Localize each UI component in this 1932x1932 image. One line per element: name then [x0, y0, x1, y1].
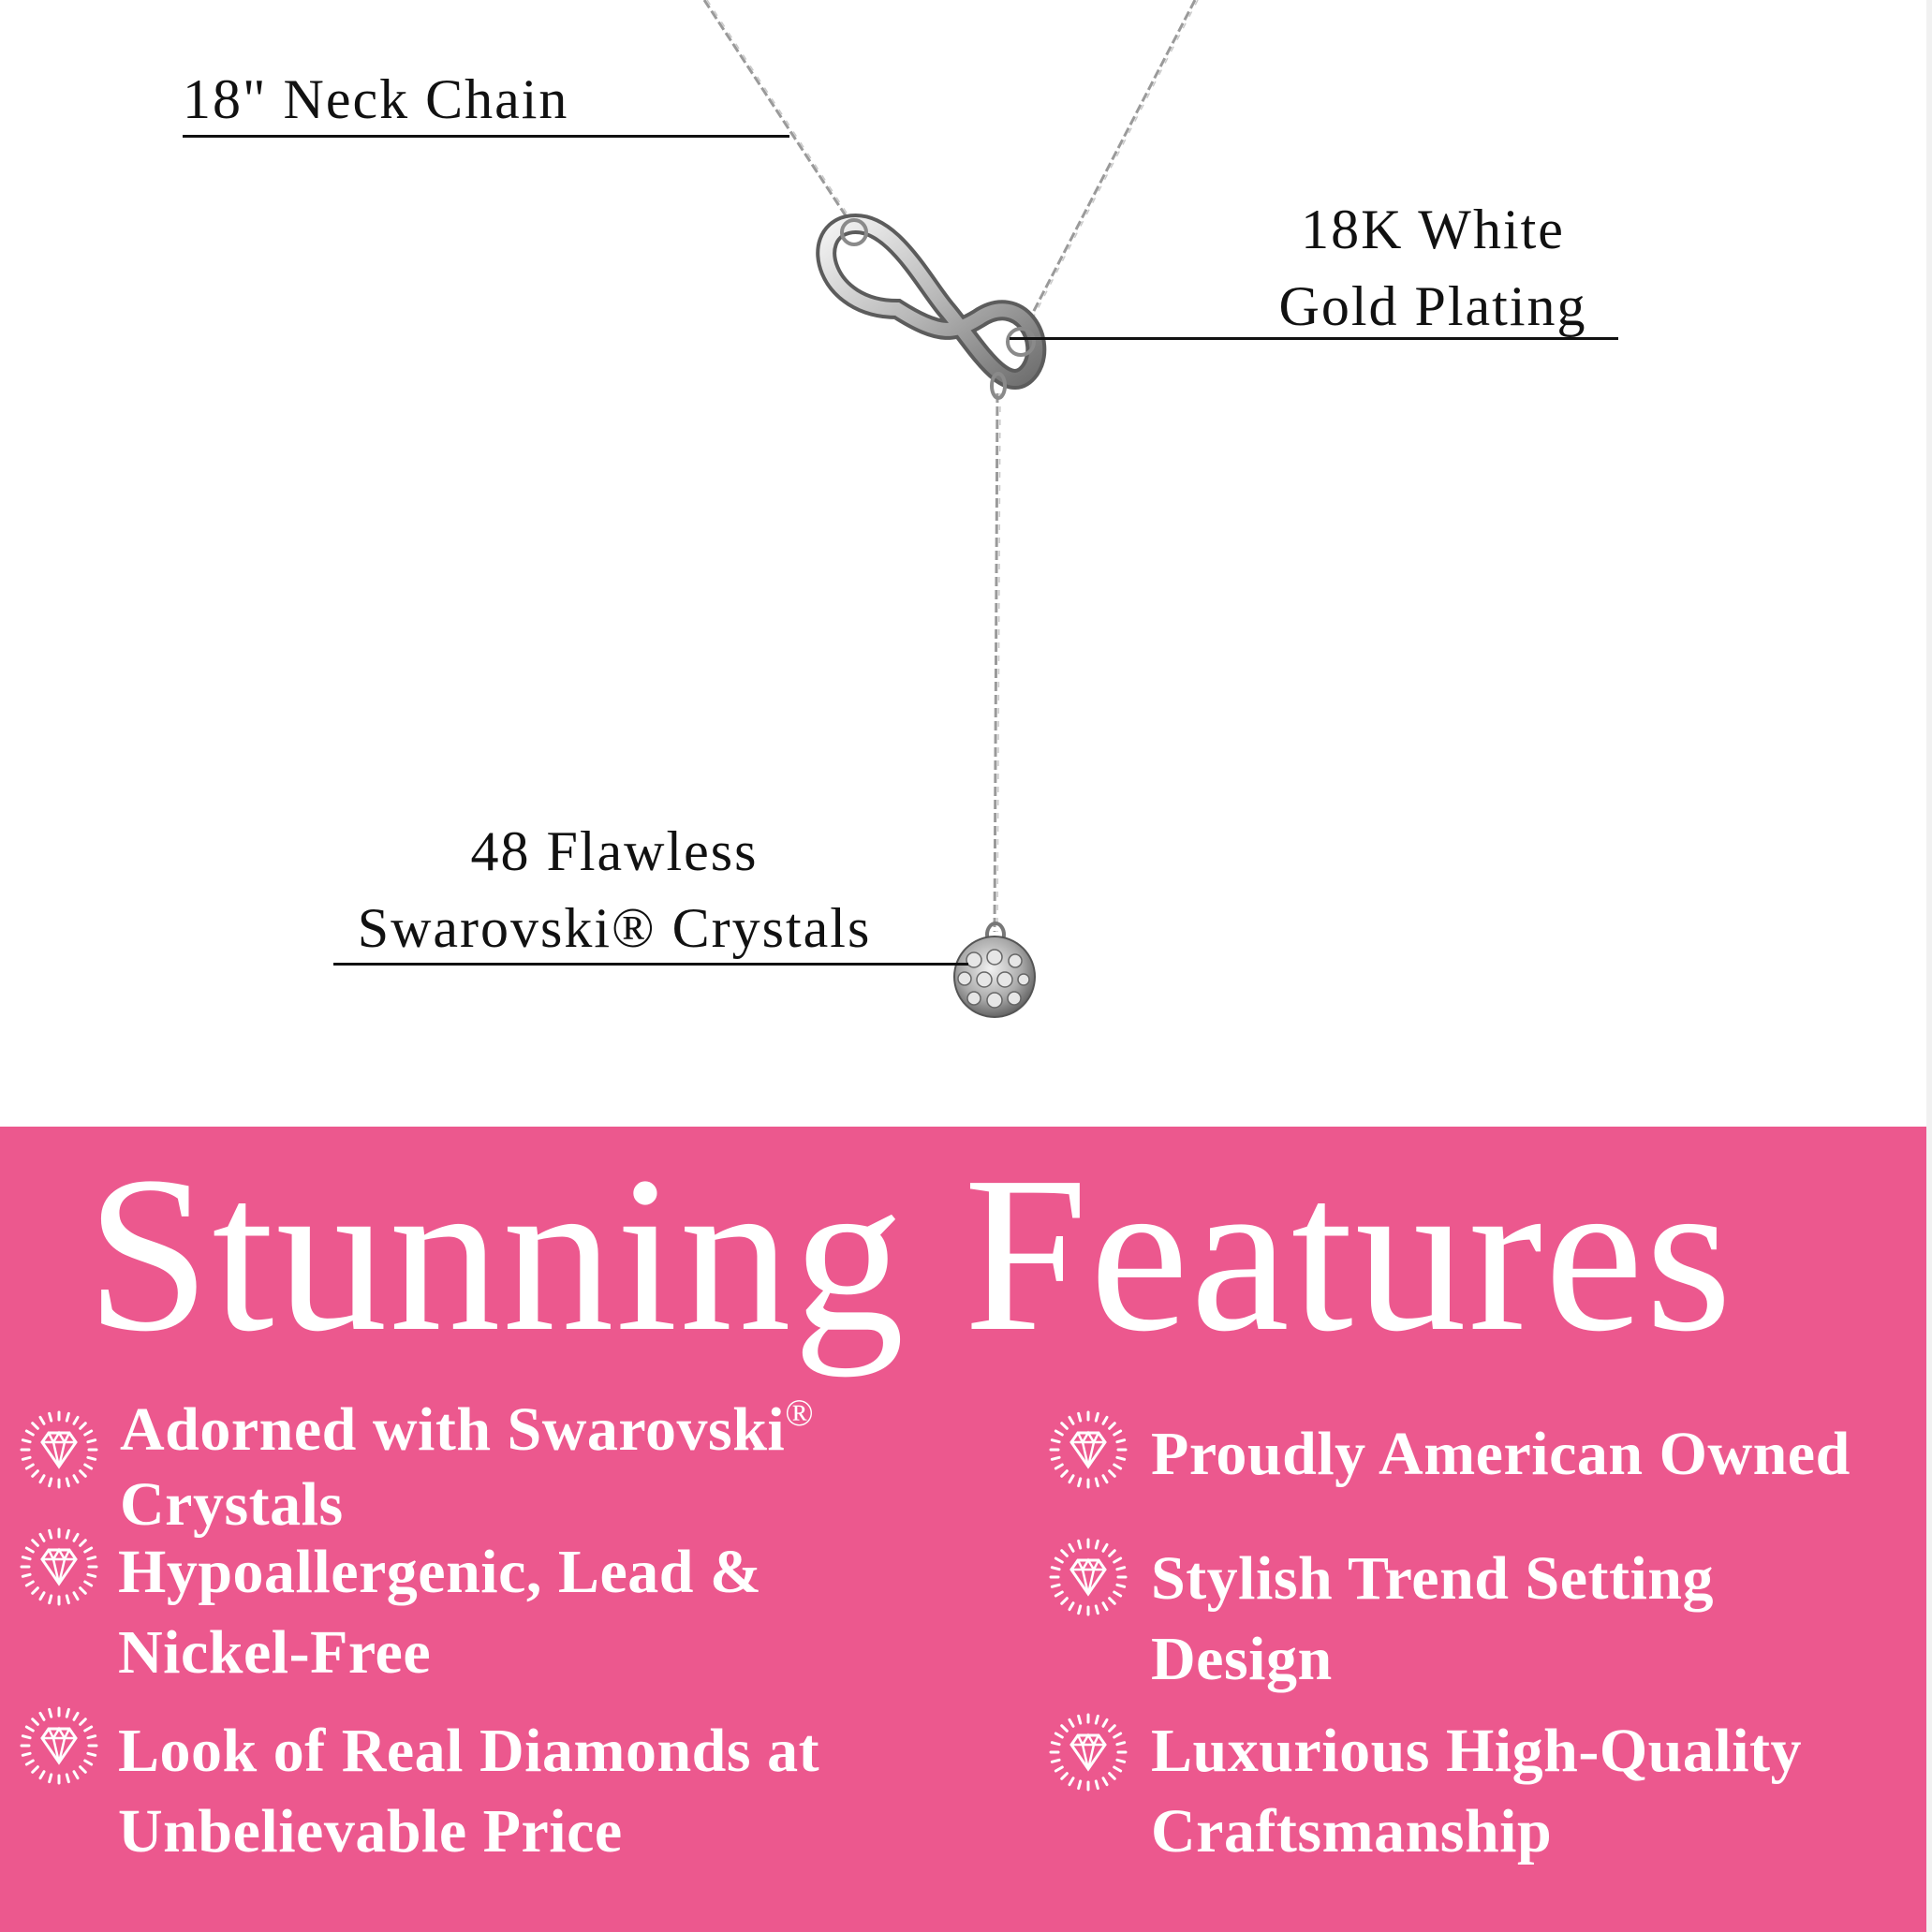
diamond-sunburst-icon: [20, 1527, 98, 1606]
feature-label: Look of Real Diamonds at Unbelievable Pr…: [118, 1717, 820, 1866]
crystal-ball-icon: [953, 922, 1036, 1018]
necklace-illustration: [702, 0, 1199, 1018]
banner-headline: Stunning Features: [86, 1131, 1734, 1378]
diamond-sunburst-icon: [1049, 1410, 1128, 1489]
features-banner: [0, 1127, 1926, 1932]
callout-leader-line: [183, 135, 789, 138]
feature-label: Stylish Trend Setting Design: [1151, 1544, 1714, 1693]
callout-line: Gold Plating: [1278, 275, 1587, 337]
feature-label: Hypoallergenic, Lead & Nickel-Free: [118, 1538, 762, 1687]
diamond-sunburst-icon: [1049, 1538, 1128, 1616]
callout-line: 18" Neck Chain: [183, 68, 569, 130]
feature-label: Luxurious High-Quality Craftsmanship: [1151, 1717, 1803, 1866]
callout-white-gold-plating: 18K White Gold Plating: [1246, 191, 1620, 345]
right-edge-border: [1926, 0, 1932, 1932]
callout-leader-line: [333, 963, 968, 966]
callout-leader-line: [1010, 337, 1618, 340]
product-image-area: [0, 0, 1932, 1127]
chain-icon: [702, 0, 1197, 933]
callout-line: 18K White: [1301, 199, 1565, 260]
feature-label: Adorned with Swarovski® Crystals: [120, 1392, 815, 1539]
diamond-sunburst-icon: [20, 1410, 98, 1489]
diamond-sunburst-icon: [20, 1706, 98, 1785]
callout-line: Swarovski® Crystals: [357, 897, 872, 959]
diamond-sunburst-icon: [1049, 1713, 1128, 1792]
callout-swarovski-crystals: 48 Flawless Swarovski® Crystals: [333, 813, 895, 966]
feature-label: Proudly American Owned: [1151, 1420, 1851, 1488]
callout-line: 48 Flawless: [470, 820, 759, 882]
callout-neck-chain: 18" Neck Chain: [183, 61, 568, 138]
infinity-pendant-icon: [816, 214, 1047, 400]
